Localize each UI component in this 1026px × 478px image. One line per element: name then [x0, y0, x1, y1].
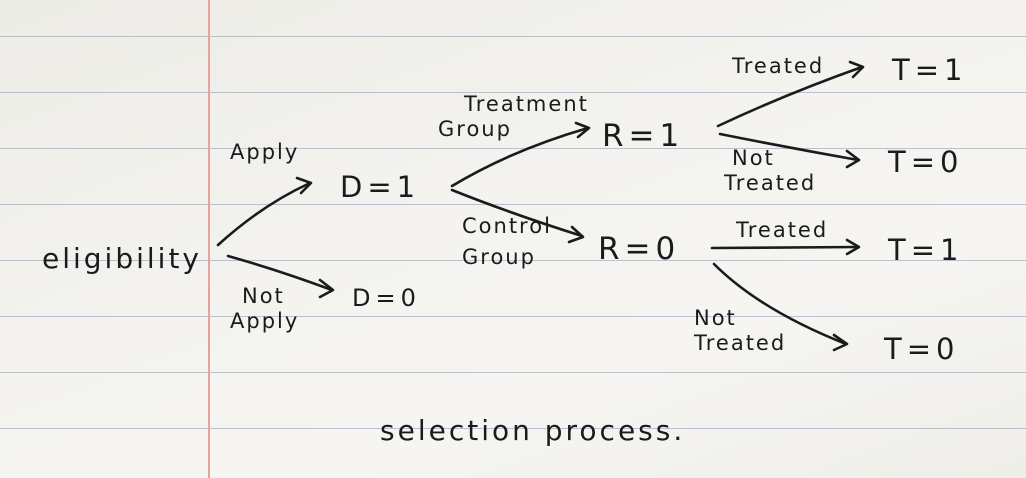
label-treatment-group: Treatment Group — [438, 92, 589, 142]
caption: selection process. — [380, 414, 686, 447]
ruled-line — [0, 316, 1026, 317]
node-r1: R=1 — [602, 118, 685, 154]
arrow-not-treated-top — [718, 132, 861, 169]
label-not-treated-top: Not Treated — [724, 146, 816, 196]
label-not-treated-bottom: Not Treated — [694, 306, 786, 356]
arrow-not-apply — [226, 254, 335, 299]
label-control-group-line: Group — [462, 245, 536, 270]
arrow-treated-top — [716, 60, 865, 128]
node-t1-top: T=1 — [892, 53, 968, 87]
arrow-not-treated-bottom — [712, 262, 849, 352]
ruled-line — [0, 148, 1026, 149]
ruled-line — [0, 372, 1026, 373]
label-control-group-line: Control — [462, 214, 552, 238]
node-r0: R=0 — [598, 231, 681, 267]
label-treatment-group-line: Treatment — [464, 92, 589, 116]
node-t0-bottom: T=0 — [884, 332, 960, 366]
node-d1: D=1 — [340, 170, 421, 204]
node-t1-bottom: T=1 — [888, 233, 964, 267]
margin-line — [208, 0, 210, 478]
label-not-apply-line: Apply — [230, 309, 300, 334]
label-not-treated-top-line: Treated — [724, 171, 817, 196]
ruled-line — [0, 204, 1026, 205]
ruled-line — [0, 92, 1026, 93]
label-not-treated-bottom-line: Treated — [694, 331, 787, 356]
node-d0: D=0 — [352, 284, 421, 312]
label-not-treated-bottom-line: Not — [694, 306, 737, 330]
ruled-line — [0, 36, 1026, 37]
node-t0-top: T=0 — [888, 145, 964, 179]
arrow-treated-bottom — [710, 238, 861, 256]
label-control-group: Control Group — [462, 214, 552, 270]
arrow-apply — [216, 176, 313, 247]
ruled-line — [0, 428, 1026, 429]
label-not-apply: Not Apply — [230, 284, 299, 334]
label-treatment-group-line: Group — [438, 117, 512, 142]
label-not-treated-top-line: Not — [732, 146, 775, 170]
label-not-apply-line: Not — [242, 284, 285, 308]
label-treated-top: Treated — [732, 54, 825, 78]
label-treated-bottom: Treated — [736, 218, 829, 242]
arrow-control-group — [450, 188, 585, 244]
arrow-treatment-group — [450, 121, 591, 188]
node-eligibility: eligibility — [42, 242, 202, 275]
label-apply: Apply — [230, 140, 300, 164]
ruled-line — [0, 260, 1026, 261]
